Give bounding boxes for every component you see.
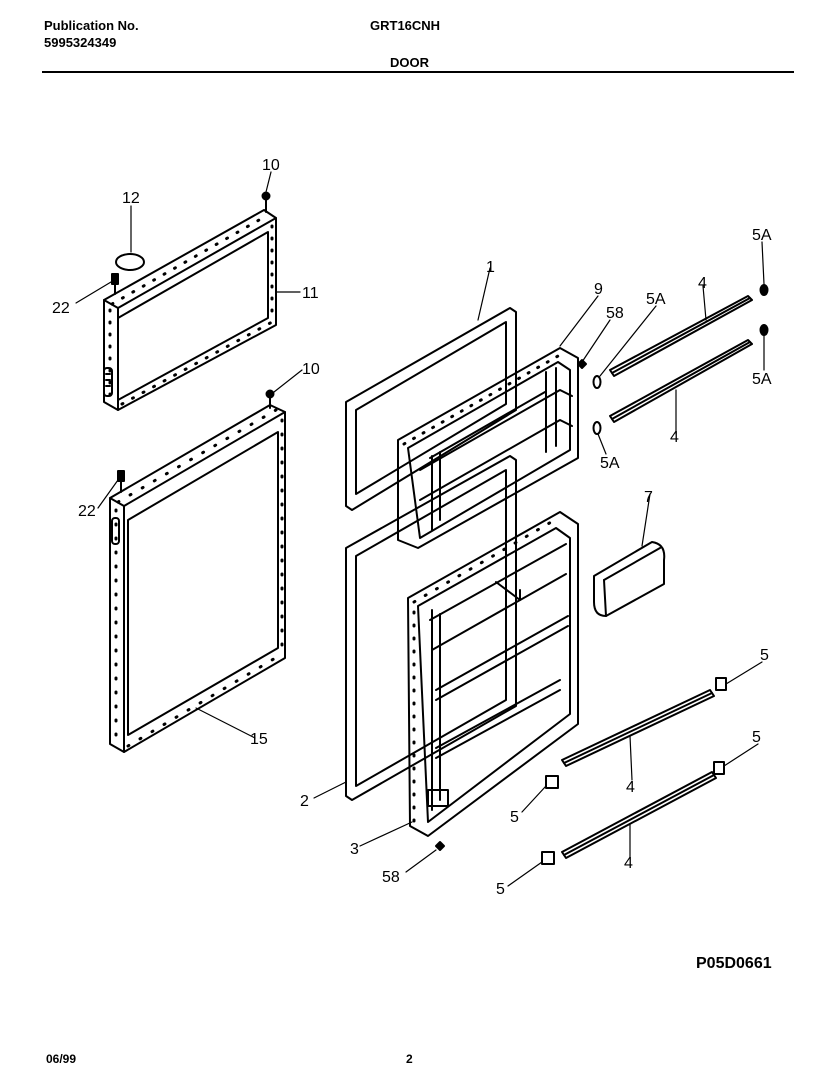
callout-4-upper-2: 4 <box>670 429 679 446</box>
callout-2: 2 <box>300 793 309 810</box>
callout-4-lower-2: 4 <box>624 855 633 872</box>
screw-10-upper <box>261 191 271 213</box>
dairy-compartment-door <box>593 541 666 617</box>
end-caps-5 <box>541 677 727 865</box>
callout-3: 3 <box>350 841 359 858</box>
screw-22-upper <box>111 273 119 295</box>
callout-11: 11 <box>302 285 319 302</box>
leader-lines <box>75 171 765 887</box>
callout-9: 9 <box>594 281 603 298</box>
callout-4-lower-1: 4 <box>626 779 635 796</box>
publication-number: 5995324349 <box>44 35 117 50</box>
callout-10-upper: 10 <box>262 157 280 174</box>
callout-5a-4: 5A <box>600 455 620 472</box>
callout-22-upper: 22 <box>52 300 70 317</box>
model-number: GRT16CNH <box>370 18 441 33</box>
screw-10-lower <box>265 389 275 409</box>
freezer-door-liner <box>397 347 579 549</box>
fresh-food-door-liner <box>407 511 579 837</box>
fresh-food-door-panel <box>109 404 286 753</box>
callout-58-upper: 58 <box>606 305 624 322</box>
freezer-door-panel <box>103 209 277 411</box>
callout-10-lower: 10 <box>302 361 320 378</box>
callout-5a-2: 5A <box>752 227 772 244</box>
callout-15: 15 <box>250 731 268 748</box>
freezer-door-gasket <box>345 307 517 511</box>
footer-page-number: 2 <box>406 1052 413 1066</box>
screw-22-lower <box>117 470 125 493</box>
shelf-bar-upper-2 <box>609 339 753 423</box>
callout-5-1: 5 <box>760 647 769 664</box>
header-rule <box>42 71 794 73</box>
callout-5-2: 5 <box>752 729 761 746</box>
screw-58-lower <box>435 841 445 851</box>
shelf-bar-lower-1 <box>561 689 715 767</box>
callout-4-upper-1: 4 <box>698 275 707 292</box>
callout-5a-1: 5A <box>646 291 666 308</box>
callout-5-4: 5 <box>496 881 505 898</box>
callout-5a-3: 5A <box>752 371 772 388</box>
callout-12: 12 <box>122 190 140 207</box>
section-title: DOOR <box>390 55 429 70</box>
shelf-bar-upper-1 <box>609 295 753 377</box>
fresh-food-door-gasket <box>345 455 517 801</box>
callout-1: 1 <box>486 259 495 276</box>
publication-label: Publication No. <box>44 18 139 33</box>
callout-7: 7 <box>644 489 653 506</box>
callout-58-lower: 58 <box>382 869 400 886</box>
nameplate-badge <box>115 253 145 271</box>
footer-date: 06/99 <box>46 1052 77 1066</box>
callout-5-3: 5 <box>510 809 519 826</box>
screw-58-upper <box>577 359 587 369</box>
callout-22-lower: 22 <box>78 503 96 520</box>
shelf-bar-lower-2 <box>561 771 717 859</box>
end-caps-5a <box>592 284 769 435</box>
drawing-code: P05D0661 <box>696 955 772 972</box>
